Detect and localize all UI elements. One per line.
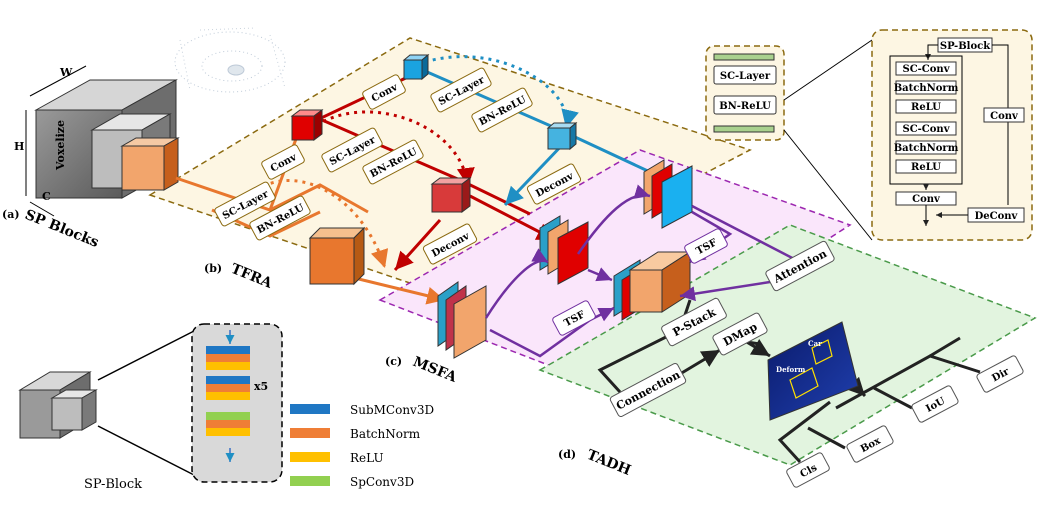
- legend-swatch-spconv3d: [290, 476, 330, 486]
- tfra-region: [148, 37, 752, 301]
- legend: SubMConv3D BatchNorm ReLU SpConv3D: [290, 403, 434, 489]
- detail-stack-0: SC-Conv: [902, 64, 950, 75]
- feature-stack-3: [643, 159, 693, 229]
- tadh-section: Connection P-Stack DMap Deform Car Cls B…: [558, 297, 1024, 488]
- detail-stack-1: BatchNorm: [894, 83, 959, 94]
- sp-block-repeat: x5: [254, 380, 268, 393]
- feature-stack-1: [437, 281, 487, 359]
- section-c-title: MSFA: [411, 354, 460, 386]
- legend-label-relu: ReLU: [350, 451, 384, 465]
- detail-sp-block: SP-Block: [940, 41, 991, 52]
- voxelize-label: Voxelize: [54, 120, 67, 171]
- detail-stack-2: ReLU: [911, 102, 941, 113]
- tadh-region: [538, 224, 1037, 466]
- tfra-orange-path: [175, 176, 369, 214]
- red-cube-1: [290, 109, 324, 141]
- dim-w: W: [59, 66, 73, 79]
- red-cube-2: [430, 177, 472, 213]
- sp-blocks-section: Voxelize W H C (a) SP Blocks: [2, 27, 286, 251]
- section-b-letter: (b): [204, 262, 222, 275]
- detail-small-sc-layer: SC-Layer: [720, 71, 771, 82]
- scene-car-label: Car: [808, 339, 822, 348]
- detail-conv: Conv: [912, 194, 941, 205]
- dim-c: C: [42, 190, 51, 203]
- blue-cube-2: [546, 121, 578, 151]
- msfa-section: TSF TSF Attention (c) MSFA: [385, 159, 835, 386]
- scene-deform-label: Deform: [776, 365, 806, 374]
- sp-block-caption: SP-Block: [84, 477, 142, 492]
- section-a-letter: (a): [2, 208, 20, 221]
- sp-block-panel: SP-Block x5: [18, 323, 283, 492]
- orange-cube: [308, 226, 366, 286]
- msfa-region: [378, 149, 852, 386]
- legend-label-batchnorm: BatchNorm: [350, 427, 421, 441]
- legend-label-submconv3d: SubMConv3D: [350, 403, 434, 417]
- detail-stack-4: BatchNorm: [894, 143, 959, 154]
- dim-h: H: [14, 140, 24, 153]
- section-a-title: SP Blocks: [23, 207, 102, 251]
- detail-deconv: DeConv: [975, 211, 1019, 222]
- blue-cube-1: [402, 53, 430, 81]
- detail-small-bn-relu: BN-ReLU: [719, 101, 771, 112]
- legend-label-spconv3d: SpConv3D: [350, 475, 414, 489]
- legend-swatch-relu: [290, 452, 330, 462]
- point-cloud-image: [174, 27, 286, 93]
- section-d-title: TADH: [585, 447, 634, 479]
- section-c-letter: (c): [385, 355, 402, 368]
- layer-detail-panel: SC-Layer BN-ReLU SP-Block SC-Conv BatchN…: [705, 29, 1033, 241]
- detail-side-conv: Conv: [990, 111, 1019, 122]
- detection-scene-image: Deform Car: [767, 321, 859, 421]
- section-d-letter: (d): [558, 448, 576, 461]
- section-b-title: TFRA: [229, 261, 276, 292]
- detail-stack-3: SC-Conv: [902, 124, 950, 135]
- fused-feature-cube: [613, 251, 692, 321]
- detail-stack-5: ReLU: [911, 162, 941, 173]
- legend-swatch-batchnorm: [290, 428, 330, 438]
- legend-swatch-submconv3d: [290, 404, 330, 414]
